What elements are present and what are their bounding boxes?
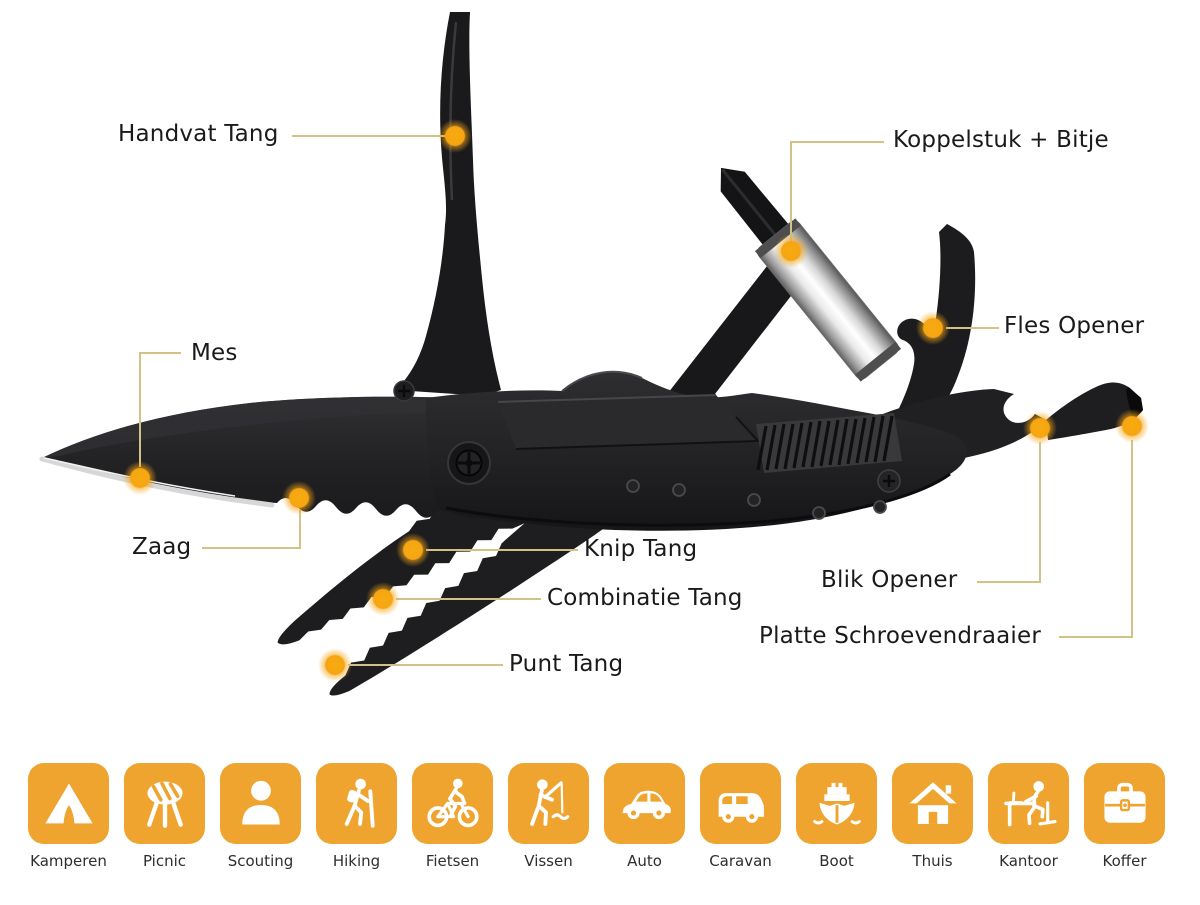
- plier-handle-arm: [396, 12, 501, 395]
- person-icon: [220, 763, 301, 844]
- van-icon: [700, 763, 781, 844]
- handle-rivets: [626, 479, 887, 520]
- use-case-row: Kamperen Picnic Scouting: [28, 763, 1165, 870]
- bbq-icon: [124, 763, 205, 844]
- blade-cutting-edge: [39, 456, 275, 508]
- car-icon: [604, 763, 685, 844]
- fishing-icon: [508, 763, 589, 844]
- use-case-label: Caravan: [709, 852, 772, 870]
- bicycle-icon: [412, 763, 493, 844]
- use-case-koffer: Koffer: [1084, 763, 1165, 870]
- callout-label-fles-opener: Fles Opener: [1004, 313, 1145, 339]
- use-case-label: Hiking: [332, 852, 381, 870]
- callout-label-mes: Mes: [191, 340, 238, 366]
- use-case-hiking: Hiking: [316, 763, 397, 870]
- use-case-caravan: Caravan: [700, 763, 781, 870]
- use-case-fietsen: Fietsen: [412, 763, 493, 870]
- callout-label-koppelstuk-bitje: Koppelstuk + Bitje: [893, 127, 1109, 153]
- use-case-vissen: Vissen: [508, 763, 589, 870]
- use-case-picnic: Picnic: [124, 763, 205, 870]
- callout-label-blik-opener: Blik Opener: [821, 567, 958, 593]
- callout-label-knip-tang: Knip Tang: [584, 536, 698, 562]
- use-case-label: Picnic: [142, 852, 187, 870]
- leader-lines: [139, 135, 1133, 666]
- use-case-label: Vissen: [524, 852, 573, 870]
- callout-dots: [123, 119, 1149, 682]
- callout-label-zaag: Zaag: [132, 534, 192, 560]
- use-case-label: Scouting: [227, 852, 294, 870]
- pivot-screw: [447, 441, 491, 485]
- knife-blade: [39, 396, 474, 520]
- use-case-auto: Auto: [604, 763, 685, 870]
- callout-label-punt-tang: Punt Tang: [509, 651, 624, 677]
- use-case-label: Fietsen: [425, 852, 480, 870]
- body-screws: [393, 380, 901, 493]
- use-case-label: Kamperen: [30, 852, 107, 870]
- use-case-thuis: Thuis: [892, 763, 973, 870]
- use-case-label: Auto: [627, 852, 662, 870]
- use-case-boot: Boot: [796, 763, 877, 870]
- use-case-kamperen: Kamperen: [28, 763, 109, 870]
- tent-icon: [28, 763, 109, 844]
- callout-label-combinatie-tang: Combinatie Tang: [547, 585, 743, 611]
- handle-body: [393, 370, 967, 531]
- use-case-scouting: Scouting: [220, 763, 301, 870]
- use-case-label: Thuis: [912, 852, 953, 870]
- ship-icon: [796, 763, 877, 844]
- use-case-kantoor: Kantoor: [988, 763, 1069, 870]
- use-case-label: Kantoor: [999, 852, 1058, 870]
- house-icon: [892, 763, 973, 844]
- use-case-label: Boot: [819, 852, 854, 870]
- callout-label-platte-schroevendraaier: Platte Schroevendraaier: [759, 623, 1042, 649]
- use-case-label: Koffer: [1102, 852, 1147, 870]
- briefcase-icon: [1084, 763, 1165, 844]
- office-icon: [988, 763, 1069, 844]
- hiker-icon: [316, 763, 397, 844]
- callout-label-handvat-tang: Handvat Tang: [118, 121, 279, 147]
